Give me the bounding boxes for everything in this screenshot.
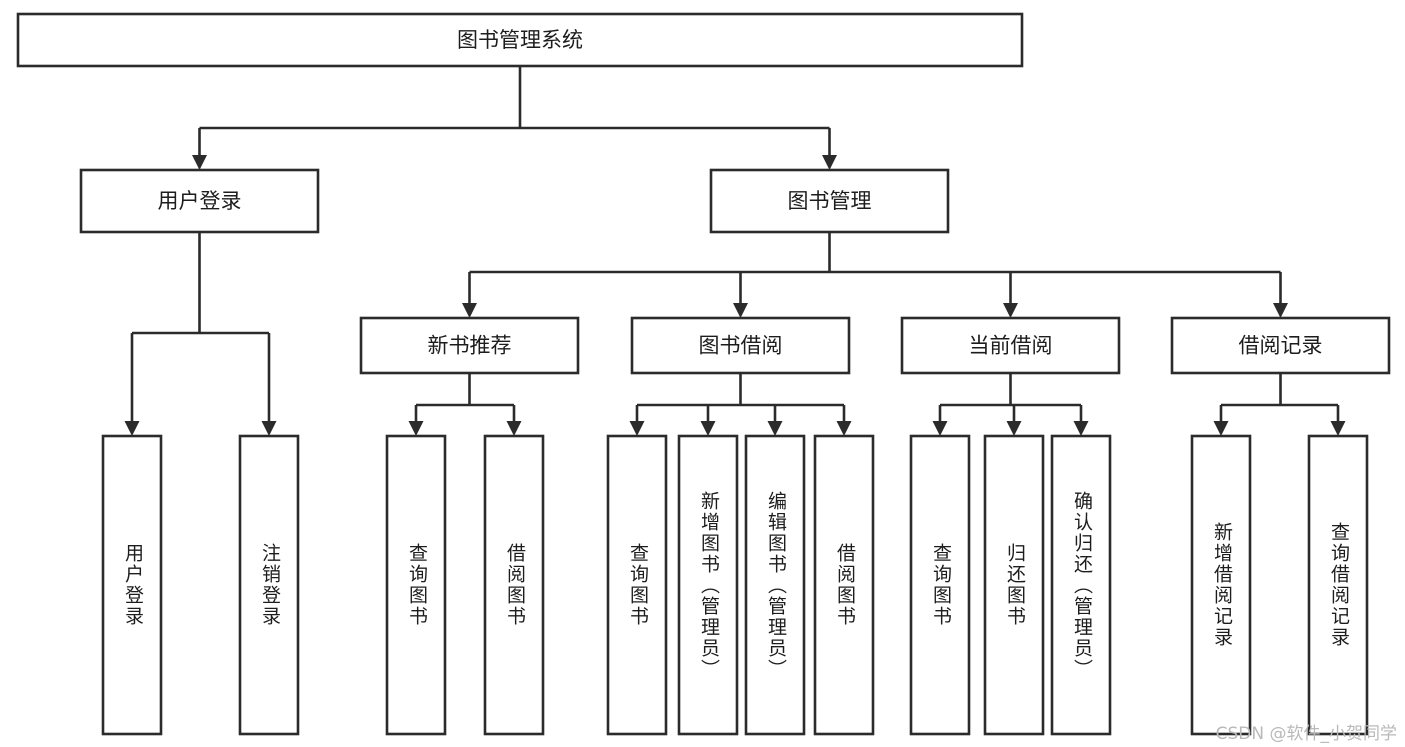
- node-box-leaf-add-borrow-record[interactable]: [1190, 434, 1252, 736]
- node-label-current-borrow: 当前借阅: [969, 334, 1053, 358]
- arrow-head: [1006, 421, 1022, 436]
- node-box-leaf-edit-book-admin[interactable]: [744, 434, 806, 736]
- arrow-head: [462, 303, 477, 318]
- arrow-head: [1273, 303, 1288, 318]
- arrow-head: [700, 421, 716, 436]
- node-box-leaf-user-logout[interactable]: [238, 434, 300, 736]
- node-box-user-login[interactable]: [79, 168, 320, 234]
- arrow-head: [733, 303, 748, 318]
- node-box-leaf-query-book-borrow[interactable]: [606, 434, 668, 736]
- arrow-head: [822, 155, 837, 170]
- arrow-head: [1213, 421, 1229, 436]
- node-box-leaf-borrow-book-rec[interactable]: [483, 434, 545, 736]
- arrow-head: [629, 421, 645, 436]
- node-box-leaf-query-book-current[interactable]: [909, 434, 971, 736]
- node-box-book-manage[interactable]: [709, 168, 950, 234]
- arrow-head: [124, 421, 140, 436]
- node-label-user-login: 用户登录: [158, 189, 242, 213]
- node-box-book-borrow[interactable]: [630, 316, 851, 375]
- node-label-new-book-rec: 新书推荐: [428, 334, 512, 358]
- node-box-leaf-query-book-rec[interactable]: [385, 434, 447, 736]
- node-label-book-borrow: 图书借阅: [699, 334, 783, 358]
- node-box-leaf-user-login[interactable]: [101, 434, 163, 736]
- arrow-head: [192, 155, 207, 170]
- node-box-leaf-add-book-admin[interactable]: [677, 434, 739, 736]
- arrow-head: [1003, 303, 1018, 318]
- arrow-head: [1330, 421, 1346, 436]
- arrow-head: [767, 421, 783, 436]
- node-layer: [16, 12, 1391, 736]
- arrow-head: [506, 421, 522, 436]
- node-box-leaf-borrow-book[interactable]: [813, 434, 875, 736]
- arrow-head: [836, 421, 852, 436]
- node-label-borrow-record: 借阅记录: [1239, 334, 1323, 358]
- node-box-root[interactable]: [16, 12, 1024, 68]
- node-box-borrow-record[interactable]: [1170, 316, 1391, 375]
- arrow-head: [261, 421, 277, 436]
- arrow-head: [1073, 421, 1089, 436]
- csdn-watermark: CSDN @软件_小贺同学: [1215, 724, 1397, 744]
- arrow-head: [408, 421, 424, 436]
- node-label-book-manage: 图书管理: [788, 189, 872, 213]
- arrow-head: [932, 421, 948, 436]
- node-box-new-book-rec[interactable]: [359, 316, 580, 375]
- node-box-leaf-confirm-return-admin[interactable]: [1050, 434, 1112, 736]
- node-box-current-borrow[interactable]: [900, 316, 1121, 375]
- node-box-leaf-query-borrow-record[interactable]: [1307, 434, 1369, 736]
- node-box-leaf-return-book[interactable]: [983, 434, 1045, 736]
- connector-layer: [124, 66, 1346, 436]
- node-label-root: 图书管理系统: [457, 28, 583, 52]
